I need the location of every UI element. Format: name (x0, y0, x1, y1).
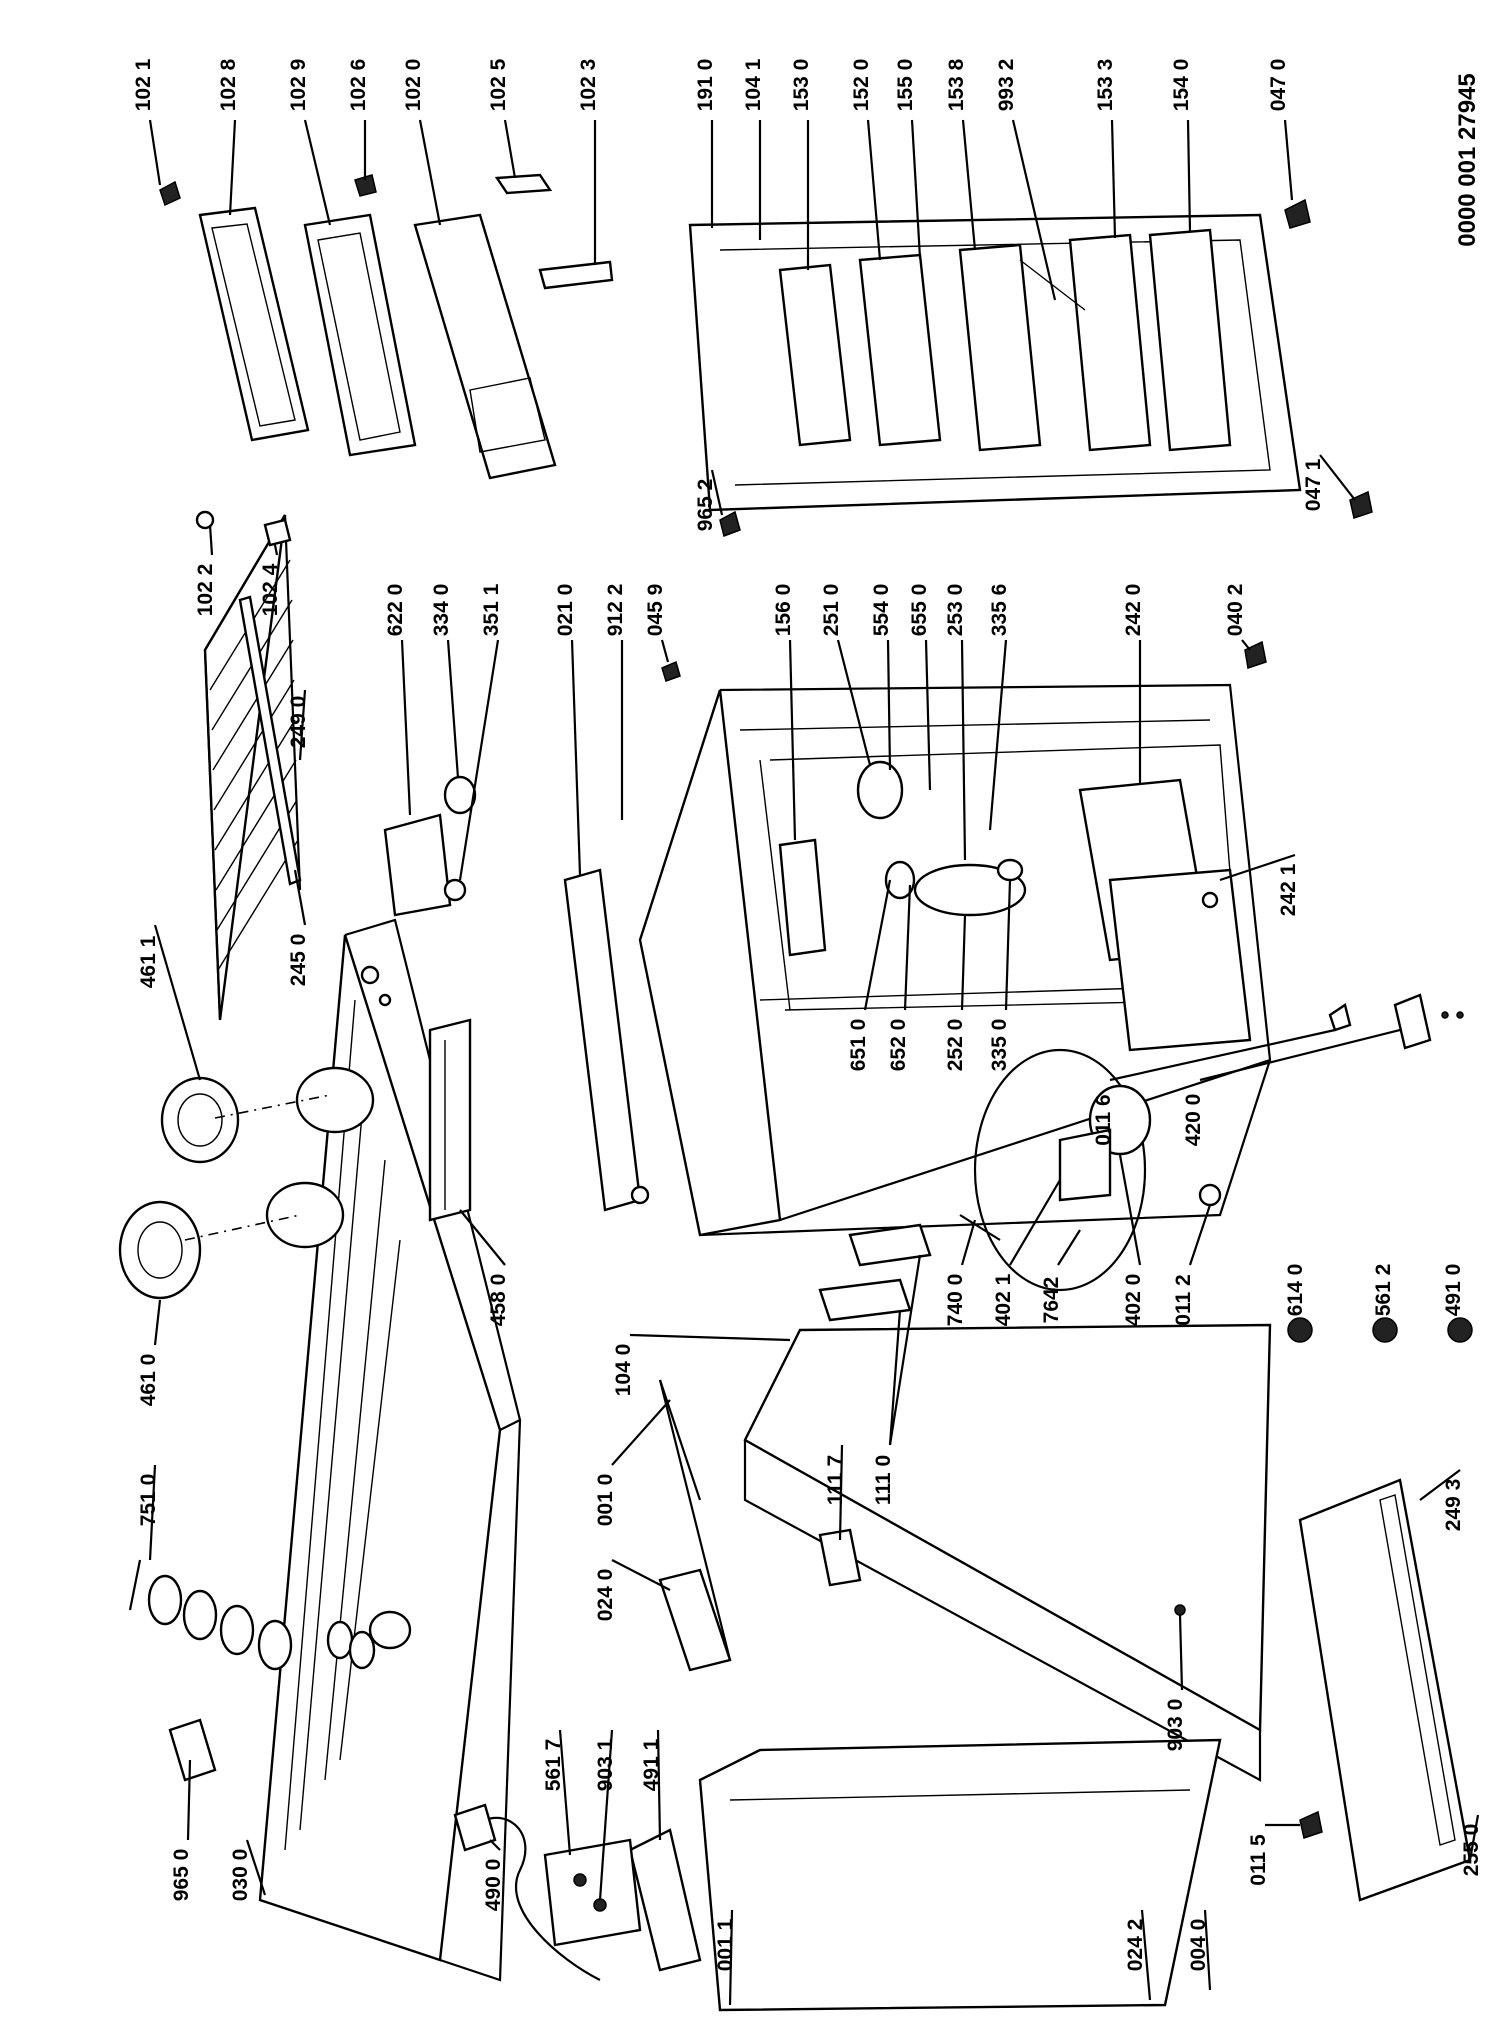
cabinet-body (638, 683, 1272, 1237)
inner-door-liner (688, 213, 1302, 512)
compressor (959, 1048, 1222, 1292)
part-label: 993 2 (995, 59, 1018, 112)
part-label: 040 2 (1224, 584, 1247, 637)
part-label: 021 0 (554, 584, 577, 637)
control-knobs (128, 1559, 376, 1782)
part-label: 242 0 (1122, 584, 1145, 637)
worktop (258, 918, 522, 1982)
part-label: 024 2 (1124, 1919, 1147, 1972)
wire-shelf (203, 514, 302, 1021)
part-label: 622 0 (384, 584, 407, 637)
control-box (543, 1838, 642, 1947)
part-label: 491 0 (1442, 1264, 1465, 1317)
part-label: 561 7 (542, 1739, 565, 1792)
part-label: 104 0 (612, 1344, 635, 1397)
door-frame (628, 1379, 732, 1972)
part-label: 251 0 (820, 584, 843, 637)
part-label: 102 0 (402, 59, 425, 112)
part-label: 191 0 (694, 59, 717, 112)
part-label: 651 0 (847, 1019, 870, 1072)
part-label: 420 0 (1182, 1094, 1205, 1147)
part-label: 011 6 (1092, 1094, 1115, 1145)
part-label: 912 2 (604, 584, 627, 637)
part-label: 153 3 (1094, 59, 1117, 112)
part-label: 903 1 (594, 1738, 617, 1791)
part-label: 242 1 (1277, 863, 1300, 916)
part-label: 335 0 (988, 1019, 1011, 1072)
part-label: 102 9 (287, 59, 310, 112)
part-label: 102 3 (577, 59, 600, 112)
door-gasket-frames (159, 173, 614, 480)
crossbar (563, 868, 650, 1212)
part-label: 154 0 (1170, 59, 1193, 112)
part-label: 655 0 (908, 584, 931, 637)
part-label: 111 0 (872, 1455, 895, 1505)
thermostat-group (383, 775, 477, 917)
part-label: 491 1 (640, 1738, 663, 1791)
part-label: 102 5 (487, 58, 510, 111)
part-label: 351 1 (480, 583, 503, 636)
power-cord (453, 1803, 601, 1981)
part-label: 903 0 (1164, 1699, 1187, 1752)
part-label: 111 7 (824, 1455, 847, 1505)
part-label: 102 4 (259, 563, 282, 616)
part-label: 335 6 (988, 584, 1011, 637)
part-label: 751 0 (137, 1474, 160, 1527)
part-label: 249 3 (1442, 1479, 1465, 1532)
part-label: 402 1 (992, 1273, 1015, 1326)
part-label: 104 1 (742, 58, 765, 111)
base-plate (1298, 1478, 1472, 1902)
part-label: 001 0 (594, 1474, 617, 1527)
part-label: 490 0 (482, 1859, 505, 1912)
part-label: 461 0 (137, 1354, 160, 1407)
part-label: 152 0 (850, 59, 873, 112)
part-label: 102 8 (217, 58, 240, 111)
part-label: 253 0 (944, 584, 967, 637)
part-label: 255 0 (1460, 1824, 1483, 1877)
part-label: 156 0 (772, 584, 795, 637)
part-label: 740 0 (944, 1274, 967, 1327)
part-label: 001 1 (714, 1918, 737, 1971)
part-label: 153 8 (945, 58, 968, 111)
part-label: 024 0 (594, 1569, 617, 1622)
side-panel (698, 1738, 1222, 2012)
part-label: 7642 (1040, 1277, 1063, 1324)
part-label: 614 0 (1284, 1264, 1307, 1317)
part-label: 458 0 (487, 1274, 510, 1327)
part-label: 965 2 (694, 479, 717, 532)
part-label: 652 0 (887, 1019, 910, 1072)
part-label: 249 0 (287, 696, 310, 749)
part-label: 047 0 (1267, 59, 1290, 112)
part-label: 155 0 (894, 59, 917, 112)
part-label: 461 1 (137, 935, 160, 988)
part-label: 245 0 (287, 934, 310, 987)
part-label: 045 9 (644, 584, 667, 637)
small-parts-right (1328, 993, 1464, 1050)
part-number-labels: 102 1 102 8 102 9 102 6 102 0 102 5 102 3 191 0… (132, 58, 1483, 1971)
part-label: 011 2 (1172, 1274, 1195, 1325)
part-label: 030 0 (229, 1849, 252, 1902)
part-label: 402 0 (1122, 1274, 1145, 1327)
worktop-support (428, 1018, 472, 1222)
leader-lines (148, 119, 1480, 2006)
part-label: 102 1 (132, 58, 155, 111)
part-label: 334 0 (430, 584, 453, 637)
hinges-fasteners (195, 198, 1473, 1839)
part-label: 252 0 (944, 1019, 967, 1072)
part-label: 047 1 (1302, 458, 1325, 511)
part-label: 554 0 (870, 584, 893, 637)
part-label: 011 5 (1247, 1834, 1270, 1886)
part-label: 102 6 (347, 59, 370, 112)
part-label: 102 2 (194, 564, 217, 617)
part-label: 965 0 (170, 1849, 193, 1902)
part-label: 004 0 (1187, 1919, 1210, 1972)
part-label: 153 0 (790, 59, 813, 112)
document-id: 0000 001 27945 (1454, 73, 1481, 247)
door (743, 1223, 1272, 1782)
part-label: 561 2 (1372, 1264, 1395, 1317)
hotplates (118, 1076, 331, 1300)
